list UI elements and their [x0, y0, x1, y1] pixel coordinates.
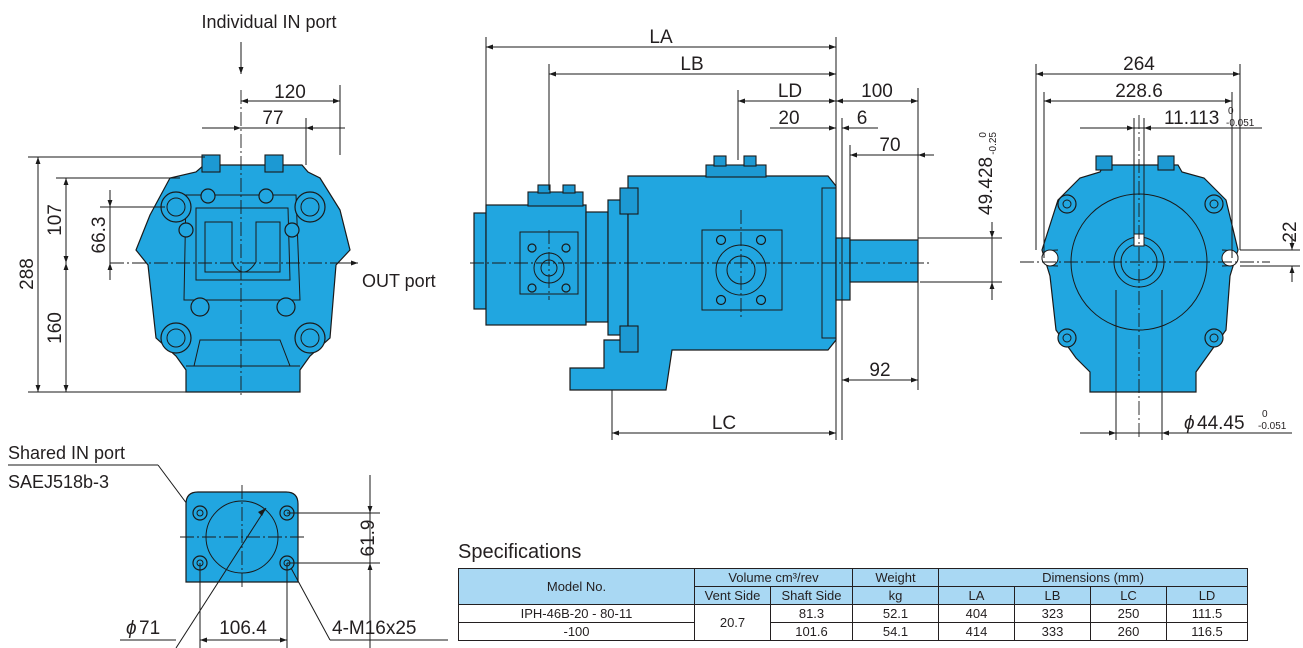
out-port-label: OUT port	[362, 271, 436, 291]
flange-spec-label: SAEJ518b-3	[8, 472, 109, 492]
dim-120: 120	[274, 82, 306, 103]
dim-71: 71	[139, 618, 160, 639]
header-model: Model No.	[458, 568, 695, 605]
specifications-title: Specifications	[458, 541, 582, 563]
dim-6: 6	[857, 108, 868, 129]
header-lc: LC	[1090, 586, 1167, 605]
dim-49-tol-upper: 0	[978, 132, 989, 138]
side-vent-pump	[485, 204, 587, 326]
dim-71-phi: ϕ	[126, 618, 137, 639]
front-view: Individual IN port OUT port 120 77 288 1…	[17, 12, 436, 398]
dim-49-428: 49.428	[976, 157, 997, 215]
header-weight-unit: kg	[852, 586, 939, 605]
dim-11-tol-lower: -0.051	[1226, 118, 1255, 129]
table-header-row: Model No. Volume cm³/rev Weight Dimensio…	[458, 568, 1248, 605]
flange-detail: Shared IN port SAEJ518b-3 61.9 ϕ 71	[8, 443, 448, 648]
dim-44-tol-lower: -0.051	[1258, 421, 1287, 432]
specifications-table: Model No. Volume cm³/rev Weight Dimensio…	[458, 568, 1248, 641]
cell-weight: 54.1	[852, 622, 939, 641]
dim-la: LA	[649, 27, 673, 48]
dim-66-3: 66.3	[89, 217, 110, 254]
cell-weight: 52.1	[852, 604, 939, 623]
dim-100: 100	[861, 81, 893, 102]
cell-shaft: 101.6	[770, 622, 853, 641]
header-shaft: Shaft Side	[770, 586, 853, 605]
side-shaft	[849, 239, 919, 283]
cell-lb: 323	[1014, 604, 1091, 623]
header-lb: LB	[1014, 586, 1091, 605]
header-volume: Volume cm³/rev	[694, 568, 853, 587]
side-vent-flange	[473, 212, 487, 310]
front-bolts	[160, 188, 326, 354]
dim-264: 264	[1123, 54, 1155, 75]
dim-22: 22	[1280, 221, 1301, 242]
dim-44-phi: ϕ	[1184, 413, 1195, 434]
side-view: LA LB LD 100 20 6 70 92 LC 49.428 0	[470, 27, 1002, 440]
cell-ld: 111.5	[1166, 604, 1248, 623]
dim-11-113: 11.113	[1164, 108, 1219, 129]
dim-77: 77	[262, 108, 283, 129]
dim-288: 288	[17, 258, 38, 290]
dim-70: 70	[879, 135, 900, 156]
header-dimensions: Dimensions (mm)	[938, 568, 1248, 587]
dim-lb: LB	[680, 54, 703, 75]
dim-160: 160	[45, 312, 66, 344]
header-weight: Weight	[852, 568, 939, 587]
table-row: IPH-46B-20 - 80-11 20.7 81.3 52.1 404 32…	[458, 604, 1248, 641]
cell-model: -100	[458, 622, 695, 641]
dim-107: 107	[45, 204, 66, 236]
cell-lb: 333	[1014, 622, 1091, 641]
table-subheader-row: Vent Side Shaft Side kg LA LB LC LD	[459, 586, 1248, 605]
front-top-port-left	[201, 154, 221, 173]
cell-ld: 116.5	[1166, 622, 1248, 641]
cell-lc: 260	[1090, 622, 1167, 641]
cell-la: 414	[938, 622, 1015, 641]
dim-lc: LC	[712, 413, 736, 434]
rear-bolts	[1057, 194, 1224, 348]
cell-vent: 20.7	[694, 604, 771, 641]
cell-shaft: 81.3	[770, 604, 853, 623]
dim-11-tol-upper: 0	[1228, 106, 1234, 117]
shared-in-port-label: Shared IN port	[8, 443, 125, 463]
bolt-spec-label: 4-M16x25	[332, 618, 417, 639]
table-row: -100 101.6 54.1 414 333 260 116.5	[458, 622, 1248, 641]
dim-61-9: 61.9	[358, 520, 379, 557]
dim-20: 20	[778, 108, 799, 129]
header-ld: LD	[1166, 586, 1248, 605]
dim-44-tol-upper: 0	[1262, 409, 1268, 420]
individual-in-port-label: Individual IN port	[201, 12, 336, 32]
front-top-port-right	[264, 154, 284, 173]
cell-model: IPH-46B-20 - 80-11	[458, 604, 695, 623]
dim-228-6: 228.6	[1115, 81, 1163, 102]
cell-lc: 250	[1090, 604, 1167, 623]
cell-la: 404	[938, 604, 1015, 623]
rear-view: 264 228.6 11.113 0 -0.051 22 ϕ 44.45 0 -…	[1020, 54, 1301, 440]
dim-106-4: 106.4	[219, 618, 267, 639]
header-vent: Vent Side	[694, 586, 771, 605]
dim-ld: LD	[778, 81, 802, 102]
dim-49-tol-lower: -0.25	[988, 132, 999, 155]
dim-44-45: 44.45	[1197, 413, 1245, 434]
header-la: LA	[938, 586, 1015, 605]
dim-92: 92	[869, 360, 890, 381]
